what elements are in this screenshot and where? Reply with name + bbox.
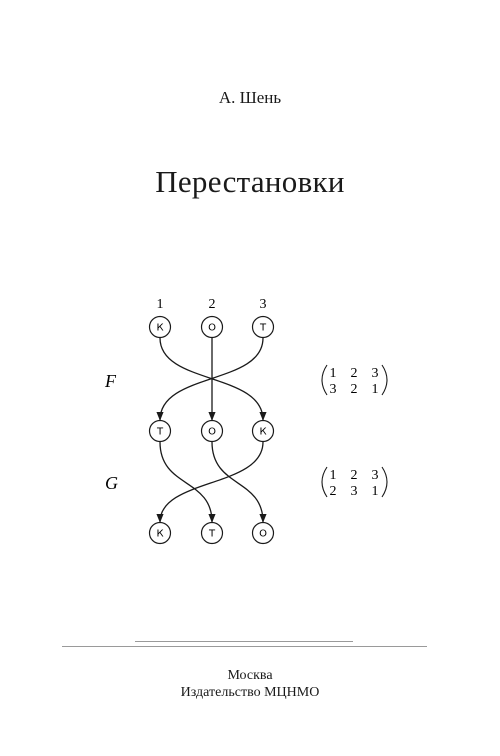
node-row1-col2: О: [200, 315, 224, 339]
node-letter: Т: [259, 323, 267, 334]
node-row3-col3: О: [251, 521, 275, 545]
author: А. Шень: [218, 88, 282, 107]
node-letter: Т: [156, 427, 164, 438]
matrix-g-cell: 1: [372, 484, 379, 499]
matrix-g-cell: 1: [330, 468, 337, 483]
matrix-f-cell: 3: [330, 382, 337, 397]
column-number-3: 3: [260, 297, 267, 312]
node-row1-col1: К: [148, 315, 172, 339]
node-letter: О: [259, 529, 267, 540]
column-number-2: 2: [209, 297, 216, 312]
edge-g-1-to-2: [159, 441, 216, 523]
publisher-name: Издательство МЦНМО: [180, 685, 320, 700]
node-row1-col3: Т: [251, 315, 275, 339]
node-row2-col1: Т: [148, 419, 172, 443]
node-row3-col1: К: [148, 521, 172, 545]
edge-g-2-to-3: [211, 441, 267, 523]
divider-long: [62, 646, 427, 647]
node-row2-col2: О: [200, 419, 224, 443]
function-label-g: G: [105, 473, 118, 493]
matrix-g-cell: 2: [351, 468, 358, 483]
matrix-f-cell: 2: [351, 382, 358, 397]
matrix-f-cell: 3: [372, 366, 379, 381]
matrix-f: 1 2 3 3 2 1: [321, 364, 388, 397]
matrix-g-cell: 3: [351, 484, 358, 499]
divider-short: [135, 641, 353, 642]
node-row3-col2: Т: [200, 521, 224, 545]
node-letter: К: [156, 323, 163, 334]
node-letter: Т: [208, 529, 216, 540]
node-letter: К: [259, 427, 266, 438]
matrix-g-cell: 3: [372, 468, 379, 483]
node-row2-col3: К: [251, 419, 275, 443]
matrix-g: 1 2 3 2 3 1: [321, 466, 388, 499]
book-title: Перестановки: [155, 164, 345, 199]
matrix-g-cell: 2: [330, 484, 337, 499]
publication-city: Москва: [227, 668, 273, 683]
node-letter: О: [208, 323, 216, 334]
node-letter: К: [156, 529, 163, 540]
matrix-f-cell: 2: [351, 366, 358, 381]
edge-f-3-to-1: [156, 337, 264, 421]
matrix-f-cell: 1: [330, 366, 337, 381]
matrix-f-cell: 1: [372, 382, 379, 397]
node-letter: О: [208, 427, 216, 438]
column-number-1: 1: [157, 297, 164, 312]
edge-g-3-to-1: [156, 441, 264, 523]
function-label-f: F: [104, 371, 117, 391]
